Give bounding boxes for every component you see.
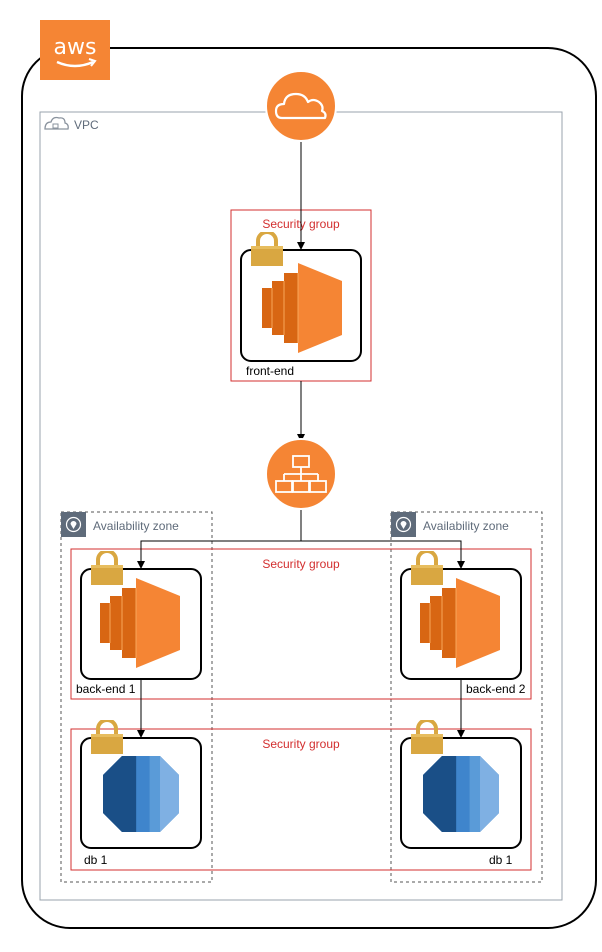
padlock-icon xyxy=(90,551,124,585)
az-right-label: Availability zone xyxy=(423,519,509,533)
rds-database-icon xyxy=(103,756,179,832)
padlock-icon xyxy=(250,232,284,266)
backend-1-instance[interactable]: back-end 1 xyxy=(76,551,202,696)
rds-database-icon xyxy=(423,756,499,832)
padlock-icon xyxy=(410,551,444,585)
load-balancer-node[interactable] xyxy=(265,438,337,510)
db-left-instance[interactable]: db 1 xyxy=(80,720,202,867)
cloud-icon xyxy=(274,92,327,120)
connector-loadbalancer-backends xyxy=(137,505,302,569)
backend-2-label: back-end 2 xyxy=(466,682,526,696)
location-pin-icon xyxy=(395,516,412,533)
vpc-cloud-icon xyxy=(44,116,69,130)
security-group-backend: Security group xyxy=(70,548,532,700)
security-group-label: Security group xyxy=(262,737,340,751)
padlock-icon xyxy=(410,720,444,754)
padlock-icon xyxy=(90,720,124,754)
aws-cloud-border xyxy=(21,47,597,929)
frontend-instance[interactable]: front-end xyxy=(240,232,362,378)
aws-logo-text: aws xyxy=(54,35,97,60)
security-group-db: Security group xyxy=(70,728,532,871)
frontend-label: front-end xyxy=(246,364,294,378)
availability-zone-right: Availability zone xyxy=(390,511,543,883)
db-right-instance[interactable]: db 1 xyxy=(400,720,522,867)
backend-2-instance[interactable]: back-end 2 xyxy=(400,551,526,696)
vpc-label: VPC xyxy=(74,118,99,132)
db-left-label: db 1 xyxy=(84,853,108,867)
internet-cloud-node[interactable] xyxy=(265,70,337,142)
az-left-label: Availability zone xyxy=(93,519,179,533)
backend-1-label: back-end 1 xyxy=(76,682,136,696)
availability-zone-left: Availability zone xyxy=(60,511,213,883)
db-right-label: db 1 xyxy=(489,853,513,867)
security-group-label: Security group xyxy=(262,557,340,571)
hierarchy-icon xyxy=(275,455,327,493)
location-pin-icon xyxy=(65,516,82,533)
aws-logo: aws xyxy=(40,20,110,80)
connectors xyxy=(137,140,465,738)
connector-loadbalancer-backend2 xyxy=(301,540,465,569)
